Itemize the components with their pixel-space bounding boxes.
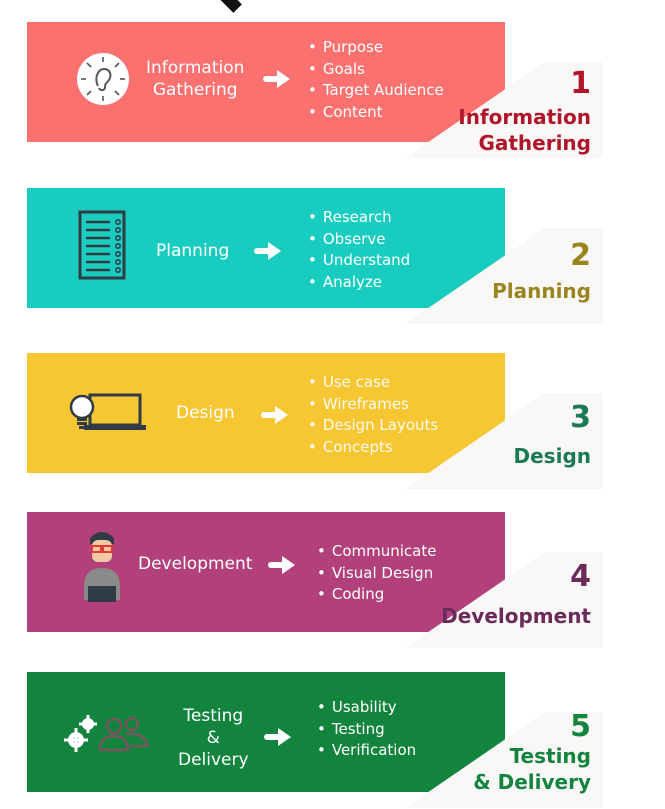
ear-radiating-icon: [77, 53, 129, 105]
stage-testing-delivery: Testing & Delivery Usability Testing Ver…: [0, 672, 665, 808]
bullet-item: Usability: [317, 697, 416, 719]
lightbulb-laptop-icon: [69, 393, 146, 430]
stage-number: 2: [570, 238, 591, 273]
bullet-item: Understand: [308, 250, 410, 272]
bullet-item: Wireframes: [308, 394, 438, 416]
stage-planning: Planning Research Observe Understand Ana…: [0, 188, 665, 324]
stage-bullet-list: Communicate Visual Design Coding: [317, 541, 437, 606]
bullet-item: Concepts: [308, 437, 438, 459]
bullet-item: Testing: [317, 719, 416, 741]
arrow-right-icon: [254, 242, 281, 260]
stage-label: Information Gathering: [458, 105, 591, 155]
stage-bullet-list: Use case Wireframes Design Layouts Conce…: [308, 372, 438, 459]
arrow-right-icon: [264, 728, 291, 746]
stage-bullet-list: Usability Testing Verification: [317, 697, 416, 762]
bullet-item: Visual Design: [317, 563, 436, 585]
bullet-item: Goals: [308, 59, 444, 81]
stage-information-gathering: Information Gathering Purpose Goals Targ…: [0, 22, 665, 158]
bullet-item: Observe: [308, 229, 410, 251]
stage-label: Development: [441, 604, 591, 628]
bullet-item: Communicate: [317, 541, 437, 563]
stage-title: Planning: [156, 241, 230, 261]
bullet-item: Verification: [317, 740, 416, 762]
checklist-document-icon: [78, 210, 126, 280]
arrow-right-icon: [263, 70, 290, 88]
stage-development: Development Communicate Visual Design Co…: [0, 512, 665, 648]
stage-number: 5: [570, 709, 591, 744]
bullet-item: Content: [308, 102, 444, 124]
bullet-item: Coding: [317, 584, 436, 606]
bullet-item: Analyze: [308, 272, 410, 294]
stage-bullet-list: Research Observe Understand Analyze: [308, 207, 410, 294]
stage-design: Design Use case Wireframes Design Layout…: [0, 353, 665, 489]
stage-label: Planning: [492, 279, 591, 303]
stage-number: 4: [570, 559, 591, 594]
stage-title: Information Gathering: [146, 58, 245, 100]
bullet-item: Target Audience: [308, 80, 444, 102]
gears-users-icon: [64, 715, 150, 752]
developer-avatar-icon: [84, 532, 120, 602]
bullet-item: Research: [308, 207, 410, 229]
stage-title: Testing & Delivery: [178, 706, 249, 770]
stage-number: 3: [570, 400, 591, 435]
bullet-item: Purpose: [308, 37, 444, 59]
arrow-right-icon: [261, 406, 288, 424]
stage-number: 1: [570, 66, 591, 101]
stage-title: Design: [176, 403, 235, 423]
top-connector-marker: [212, 0, 242, 13]
stage-label: Testing & Delivery: [473, 744, 591, 794]
stage-title: Development: [138, 554, 253, 574]
stage-band: [27, 672, 505, 792]
bullet-item: Use case: [308, 372, 438, 394]
stage-label: Design: [513, 444, 591, 468]
bullet-item: Design Layouts: [308, 415, 438, 437]
arrow-right-icon: [268, 556, 295, 574]
stage-bullet-list: Purpose Goals Target Audience Content: [308, 37, 444, 124]
